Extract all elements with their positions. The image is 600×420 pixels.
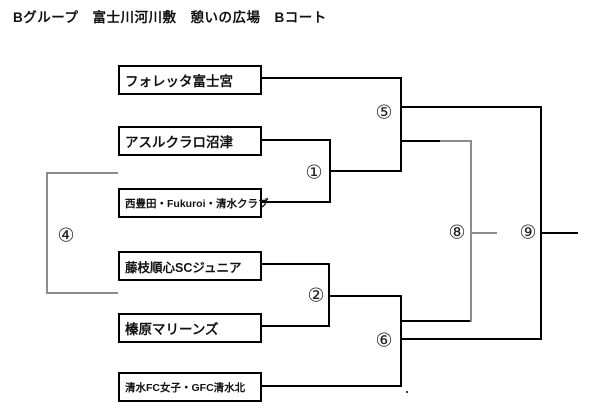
team-name: 清水FC女子・GFC清水北 bbox=[125, 381, 246, 394]
stray-dot bbox=[406, 391, 408, 393]
match-number-4: ④ bbox=[57, 225, 75, 247]
page-title: Bグループ 富士川河川敷 憩いの広場 Bコート bbox=[13, 10, 327, 25]
match-number-5: ⑤ bbox=[375, 102, 393, 124]
team-name: フォレッタ富士宮 bbox=[125, 74, 233, 89]
bracket-line-match8-top-feeder-right bbox=[440, 140, 472, 142]
bracket-line-match6-winner bbox=[402, 338, 542, 340]
team-box-shimizu-fc-joshi-gfc-shimizukita: 清水FC女子・GFC清水北 bbox=[118, 372, 262, 402]
bracket-line-match4-bottom-feeder bbox=[46, 292, 118, 294]
team-box-azul-claro-numazu: アスルクラロ沼津 bbox=[118, 126, 262, 156]
bracket-line-match9-winner bbox=[542, 232, 578, 234]
match-number-2: ② bbox=[307, 285, 325, 307]
bracket-line-match4-top-feeder bbox=[46, 172, 118, 174]
bracket-line-match8-winner bbox=[472, 232, 497, 234]
match-number-1: ① bbox=[305, 162, 323, 184]
bracket-line-match5-vertical bbox=[400, 77, 402, 172]
team-box-nishitoyoda-fukuroi-shimizu: 西豊田・Fukuroi・清水クラブ bbox=[118, 188, 269, 218]
bracket-line-match8-top-feeder-left bbox=[402, 140, 442, 142]
bracket-line-match2-winner bbox=[328, 295, 402, 297]
bracket-line-match1-winner bbox=[329, 170, 402, 172]
bracket-line-feeder-team2 bbox=[262, 139, 331, 141]
team-box-haibara-marines: 榛原マリーンズ bbox=[118, 313, 262, 343]
bracket-line-feeder-team1 bbox=[262, 77, 402, 79]
bracket-line-match8-vertical bbox=[470, 140, 472, 322]
bracket-line-feeder-team6 bbox=[262, 385, 402, 387]
bracket-line-match5-winner bbox=[402, 106, 542, 108]
bracket-line-match6-vertical bbox=[400, 295, 402, 387]
team-name: 西豊田・Fukuroi・清水クラブ bbox=[125, 197, 269, 210]
team-name: 榛原マリーンズ bbox=[125, 322, 219, 337]
team-name: アスルクラロ沼津 bbox=[125, 135, 233, 150]
match-number-6: ⑥ bbox=[375, 330, 393, 352]
team-box-fujieda-junshin-sc-junior: 藤枝順心SCジュニア bbox=[118, 251, 262, 281]
bracket-line-feeder-team3 bbox=[262, 201, 331, 203]
match-number-8: ⑧ bbox=[448, 222, 466, 244]
team-name: 藤枝順心SCジュニア bbox=[125, 260, 242, 275]
bracket-line-feeder-team5 bbox=[262, 325, 330, 327]
bracket-line-match9-vertical bbox=[540, 106, 542, 340]
match-number-9: ⑨ bbox=[519, 222, 537, 244]
bracket-line-feeder-team4 bbox=[262, 263, 330, 265]
team-box-foretta-fujinomiya: フォレッタ富士宮 bbox=[118, 65, 262, 95]
bracket-line-match8-bottom-feeder bbox=[402, 320, 472, 322]
bracket-line-match4-vertical bbox=[46, 172, 48, 294]
